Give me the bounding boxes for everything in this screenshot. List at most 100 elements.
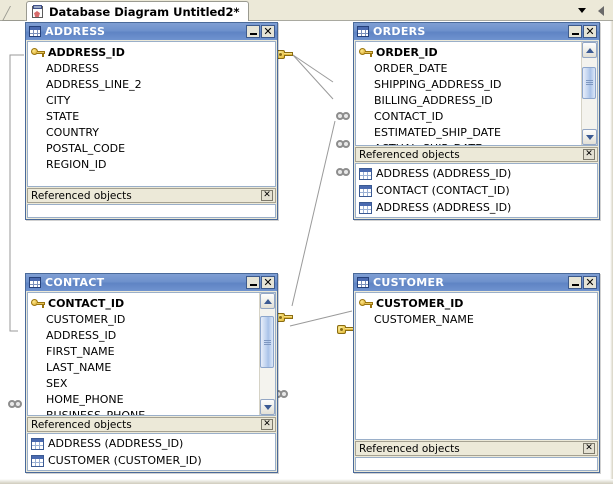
referenced-table-icon	[31, 437, 44, 450]
column-row[interactable]: COUNTRY	[28, 124, 275, 140]
column-name: FIRST_NAME	[46, 344, 115, 358]
chevron-down-icon	[585, 134, 594, 140]
column-row[interactable]: REGION_ID	[28, 156, 275, 172]
tab-label: Database Diagram Untitled2*	[49, 4, 240, 19]
column-row[interactable]: CUSTOMER_ID	[28, 311, 259, 327]
referenced-objects-close-button[interactable]: ✕	[261, 419, 273, 430]
scrollbar-thumb[interactable]	[260, 316, 274, 369]
table-icon	[29, 26, 41, 37]
referenced-objects-close-button[interactable]: ✕	[583, 443, 595, 454]
column-row[interactable]: ACTUAL_SHIP_DATE	[356, 140, 581, 146]
column-row[interactable]: STATE	[28, 108, 275, 124]
referenced-object-label: ADDRESS (ADDRESS_ID)	[376, 201, 512, 214]
column-row[interactable]: CUSTOMER_NAME	[356, 311, 597, 327]
relationship-line-address-orders-billing	[292, 54, 334, 100]
canvas-bottom-edge	[0, 479, 613, 484]
close-button-customer[interactable]: ✕	[583, 276, 597, 289]
column-row[interactable]: ADDRESS_ID	[28, 327, 259, 343]
column-name: ACTUAL_SHIP_DATE	[374, 142, 482, 146]
column-row-primary-key[interactable]: CUSTOMER_ID	[356, 295, 597, 311]
table-icon	[357, 26, 369, 37]
close-button-address[interactable]: ✕	[261, 25, 275, 38]
referenced-objects-header-address[interactable]: Referenced objects✕	[27, 188, 276, 203]
referenced-objects-header-contact[interactable]: Referenced objects✕	[27, 417, 276, 432]
column-row[interactable]: FIRST_NAME	[28, 343, 259, 359]
relationship-pk-key-address-top	[276, 49, 293, 60]
table-title-bar-orders[interactable]: ORDERS✕	[354, 23, 599, 40]
referenced-object-label: CONTACT (CONTACT_ID)	[376, 184, 510, 197]
column-row[interactable]: BUSINESS_PHONE	[28, 407, 259, 416]
column-row[interactable]: HOME_PHONE	[28, 391, 259, 407]
referenced-objects-list-contact[interactable]: ADDRESS (ADDRESS_ID)CUSTOMER (CUSTOMER_I…	[27, 433, 276, 471]
referenced-objects-list-address[interactable]	[27, 204, 276, 218]
column-row[interactable]: LAST_NAME	[28, 359, 259, 375]
scroll-up-button[interactable]	[582, 42, 597, 58]
minimize-button-contact[interactable]	[246, 276, 260, 289]
tab-scroll-left-button[interactable]	[594, 4, 607, 17]
minimize-button-customer[interactable]	[568, 276, 582, 289]
scrollbar-track[interactable]	[582, 58, 597, 129]
column-row[interactable]: SEX	[28, 375, 259, 391]
column-row[interactable]: ADDRESS_LINE_2	[28, 76, 275, 92]
column-name: LAST_NAME	[46, 360, 112, 374]
column-name: ORDER_DATE	[374, 61, 448, 75]
referenced-objects-list-customer[interactable]	[355, 457, 598, 471]
referenced-objects-close-button[interactable]: ✕	[583, 149, 595, 160]
column-row[interactable]: ESTIMATED_SHIP_DATE	[356, 124, 581, 140]
scrollbar-track[interactable]	[260, 309, 275, 399]
column-row[interactable]: CITY	[28, 92, 275, 108]
table-title-bar-customer[interactable]: CUSTOMER✕	[354, 274, 599, 291]
column-row[interactable]: ORDER_DATE	[356, 60, 581, 76]
referenced-object-item[interactable]: CONTACT (CONTACT_ID)	[356, 182, 597, 199]
column-row[interactable]: ADDRESS	[28, 60, 275, 76]
referenced-object-item[interactable]: ADDRESS (ADDRESS_ID)	[28, 435, 275, 452]
tab-database-diagram[interactable]: Database Diagram Untitled2*	[26, 1, 249, 21]
table-title-bar-contact[interactable]: CONTACT✕	[26, 274, 277, 291]
table-title-address: ADDRESS	[45, 25, 106, 38]
referenced-objects-list-orders[interactable]: ADDRESS (ADDRESS_ID) CONTACT (CONTACT_ID)…	[355, 163, 598, 218]
table-icon	[357, 277, 369, 288]
close-button-orders[interactable]: ✕	[583, 25, 597, 38]
scrollbar-thumb[interactable]	[582, 66, 596, 100]
referenced-objects-header-orders[interactable]: Referenced objects✕	[355, 147, 598, 162]
column-row[interactable]: POSTAL_CODE	[28, 140, 275, 156]
scroll-up-button[interactable]	[260, 293, 275, 309]
column-name: CONTACT_ID	[48, 296, 125, 310]
relationship-pk-key-contact	[276, 312, 293, 323]
column-row[interactable]: SHIPPING_ADDRESS_ID	[356, 76, 581, 92]
minimize-button-address[interactable]	[246, 25, 260, 38]
tab-strip-divider	[0, 20, 613, 21]
vertical-scrollbar-contact[interactable]	[259, 293, 275, 415]
column-row-primary-key[interactable]: ORDER_ID	[356, 44, 581, 60]
tab-list-dropdown-button[interactable]	[575, 4, 589, 17]
column-name: SEX	[46, 376, 68, 390]
table-title-bar-address[interactable]: ADDRESS ✕	[26, 23, 277, 40]
referenced-objects-close-button[interactable]: ✕	[261, 190, 273, 201]
column-row-primary-key[interactable]: ADDRESS_ID	[28, 44, 275, 60]
vertical-scrollbar-orders[interactable]	[581, 42, 597, 145]
column-row-primary-key[interactable]: CONTACT_ID	[28, 295, 259, 311]
scroll-down-button[interactable]	[582, 129, 597, 145]
minimize-button-orders[interactable]	[568, 25, 582, 38]
column-name: ADDRESS_LINE_2	[46, 77, 142, 91]
close-button-contact[interactable]: ✕	[261, 276, 275, 289]
scroll-down-button[interactable]	[260, 399, 275, 415]
column-row[interactable]: BILLING_ADDRESS_ID	[356, 92, 581, 108]
column-row[interactable]: CONTACT_ID	[356, 108, 581, 124]
referenced-object-item[interactable]: ADDRESS (ADDRESS_ID)	[356, 165, 597, 182]
referenced-object-item[interactable]: CUSTOMER (CUSTOMER_ID)	[28, 452, 275, 469]
referenced-objects-header-customer[interactable]: Referenced objects✕	[355, 441, 598, 456]
table-icon	[29, 277, 41, 288]
column-name: COUNTRY	[46, 125, 99, 139]
referenced-object-item[interactable]: ADDRESS (ADDRESS_ID)	[356, 199, 597, 216]
